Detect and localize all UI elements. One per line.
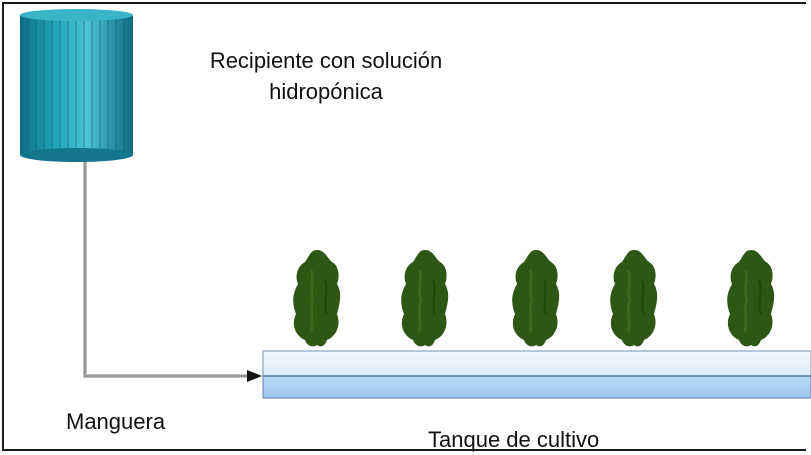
- hose-line: [83, 162, 248, 378]
- plant: [293, 250, 341, 347]
- tank-label: Tanque de cultivo: [428, 427, 600, 452]
- hose-arrowhead: [247, 370, 262, 382]
- solution-container: [20, 9, 133, 162]
- container-label-line2: hidropónica: [269, 79, 383, 104]
- hose-label: Manguera: [66, 409, 166, 434]
- plant: [610, 250, 658, 347]
- plant: [727, 250, 775, 347]
- cultivation-tank: [262, 350, 811, 399]
- container-label-line1: Recipiente con solución: [209, 48, 443, 73]
- plant: [401, 250, 449, 347]
- plant: [512, 250, 560, 347]
- container-label: Recipiente con solución hidropónica: [176, 45, 476, 107]
